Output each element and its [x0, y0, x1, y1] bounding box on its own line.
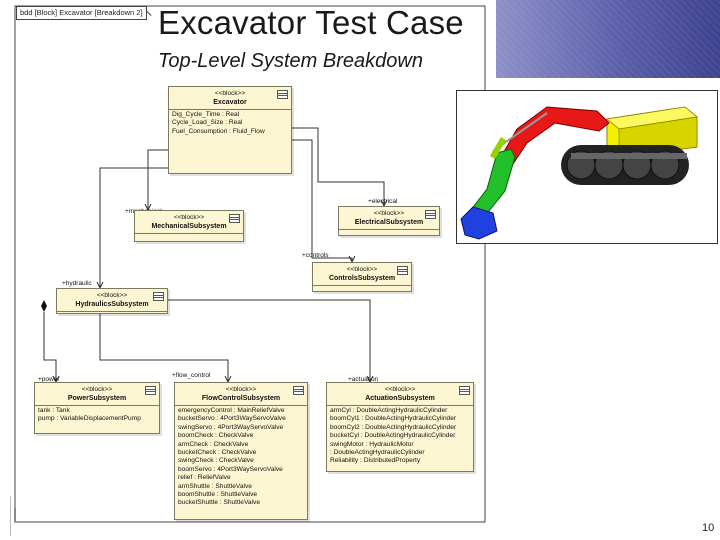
block-attribute: swingCheck : CheckValve — [178, 457, 254, 465]
block-icon — [459, 386, 470, 395]
block-attribute: bucketShuttle : ShuttleValve — [178, 499, 260, 507]
block-name: ControlsSubsystem — [328, 275, 396, 282]
block-mechanical-subsystem[interactable]: <<block>> MechanicalSubsystem — [134, 210, 244, 242]
role-flow-control: +flow_control — [172, 372, 211, 379]
role-hydraulic: +hydraulic — [62, 280, 92, 287]
role-electrical: +electrical — [368, 198, 398, 205]
block-attribute: boomServo : 4Port3WayServoValve — [178, 465, 283, 473]
link-actuation — [155, 299, 371, 382]
block-name: ElectricalSubsystem — [354, 219, 424, 226]
block-power-subsystem[interactable]: <<block>> PowerSubsystem tank : Tank pum… — [34, 382, 160, 434]
link-flow-control — [99, 312, 229, 382]
excavator-boom — [500, 106, 610, 168]
block-attribute: armCyl : DoubleActingHydraulicCylinder — [330, 407, 448, 414]
block-icon — [397, 266, 408, 275]
block-attribute: : DoubleActingHydraulicCylinder — [330, 449, 425, 457]
link-hydraulic — [99, 167, 168, 288]
block-name: ActuationSubsystem — [365, 395, 435, 402]
block-actuation-subsystem[interactable]: <<block>> ActuationSubsystem armCyl : Do… — [326, 382, 474, 472]
block-attribute: boomShuttle : ShuttleValve — [178, 491, 258, 499]
role-power: +power — [38, 376, 60, 383]
block-attribute: emergencyControl : MainReliefValve — [178, 407, 285, 414]
block-icon — [153, 292, 164, 301]
slide-title: Excavator Test Case — [158, 4, 464, 41]
left-edge-mark — [14, 508, 16, 522]
block-attribute: bucketServo : 4Port3WayServoValve — [178, 415, 286, 423]
role-actuation: +actuation — [348, 376, 379, 383]
block-hydraulics-subsystem[interactable]: <<block>> HydraulicsSubsystem — [56, 288, 168, 314]
block-stereotype: <<block>> — [81, 386, 113, 393]
block-attribute: armCheck : CheckValve — [178, 440, 249, 448]
block-name: MechanicalSubsystem — [151, 223, 227, 230]
diamond-power — [41, 300, 47, 312]
block-stereotype: <<block>> — [214, 90, 246, 97]
block-stereotype: <<block>> — [225, 386, 257, 393]
excavator-bucket — [460, 206, 498, 240]
link-power — [43, 312, 57, 382]
block-stereotype: <<block>> — [96, 292, 128, 299]
page-number: 10 — [702, 522, 715, 534]
block-attribute: swingServo : 4Port3WayServoValve — [178, 423, 284, 431]
block-attribute: swingMotor : HydraulicMotor — [330, 440, 414, 448]
block-attribute: Fuel_Consumption : Fluid_Flow — [172, 127, 265, 135]
block-name: FlowControlSubsystem — [201, 395, 281, 402]
link-controls — [292, 139, 353, 262]
block-name: Excavator — [213, 99, 247, 106]
block-attribute: bucketCheck : CheckValve — [178, 449, 257, 457]
block-attribute: Reliability : DistributedProperty — [330, 457, 421, 465]
role-controls: +controls — [302, 252, 329, 259]
block-stereotype: <<block>> — [384, 386, 416, 393]
block-attribute: Dig_Cycle_Time : Real — [172, 111, 240, 118]
block-icon — [277, 90, 288, 99]
block-flow-control-subsystem[interactable]: <<block>> FlowControlSubsystem emergency… — [174, 382, 308, 520]
left-edge-line — [10, 496, 11, 536]
block-controls-subsystem[interactable]: <<block>> ControlsSubsystem — [312, 262, 412, 292]
block-name: PowerSubsystem — [67, 395, 127, 402]
title-band — [496, 0, 720, 78]
block-icon — [145, 386, 156, 395]
block-stereotype: <<block>> — [373, 210, 405, 217]
block-excavator[interactable]: <<block>> Excavator Dig_Cycle_Time : Rea… — [168, 86, 292, 174]
diagram-frame — [14, 5, 486, 523]
block-attribute: relief : ReliefValve — [178, 474, 231, 482]
block-stereotype: <<block>> — [346, 266, 378, 273]
block-icon — [229, 214, 240, 223]
block-attribute: boomCheck : CheckValve — [178, 432, 254, 440]
link-electrical — [292, 127, 385, 206]
block-attribute: tank : Tank — [38, 407, 70, 414]
block-electrical-subsystem[interactable]: <<block>> ElectricalSubsystem — [338, 206, 440, 236]
block-stereotype: <<block>> — [173, 214, 205, 221]
slide-subtitle: Top-Level System Breakdown — [158, 50, 423, 72]
block-icon — [293, 386, 304, 395]
block-name: HydraulicsSubsystem — [75, 301, 149, 308]
block-attribute: bucketCyl : DoubleActingHydraulicCylinde… — [330, 432, 456, 440]
block-attribute: pump : VariableDisplacementPump — [38, 415, 141, 423]
excavator-drawing — [460, 106, 698, 240]
block-attribute: boomCyl2 : DoubleActingHydraulicCylinder — [330, 423, 457, 431]
block-attribute: Cycle_Load_Size : Real — [172, 119, 243, 127]
block-icon — [425, 210, 436, 219]
excavator-illustration — [456, 90, 718, 244]
block-attribute: boomCyl1 : DoubleActingHydraulicCylinder — [330, 415, 457, 423]
block-attribute: armShuttle : ShuttleValve — [178, 482, 252, 490]
link-mechanical — [147, 149, 168, 210]
